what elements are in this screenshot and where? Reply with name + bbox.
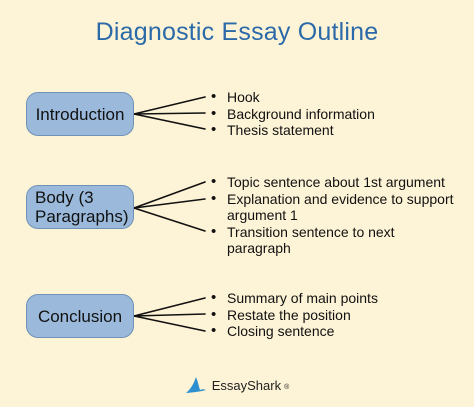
connector-intro-3 xyxy=(133,113,206,130)
bullet-item: Transition sentence to next paragraph xyxy=(211,224,461,257)
bullet-item: Summary of main points xyxy=(211,290,378,307)
section-box-introduction: Introduction xyxy=(26,92,134,136)
connector-intro-2 xyxy=(133,112,206,115)
section-box-body: Body (3 Paragraphs) xyxy=(26,185,134,229)
bullet-item: Thesis statement xyxy=(211,122,375,139)
connector-conclusion-1 xyxy=(133,297,206,317)
brand-logo: EssayShark ® xyxy=(0,376,474,394)
bullet-item: Hook xyxy=(211,89,375,106)
connector-conclusion-3 xyxy=(133,315,206,332)
section-label: Introduction xyxy=(35,104,125,124)
connector-body-3 xyxy=(133,207,206,232)
bullet-item: Topic sentence about 1st argument xyxy=(211,174,461,191)
diagram-title: Diagnostic Essay Outline xyxy=(95,18,379,46)
bullet-item: Restate the position xyxy=(211,307,378,324)
bullet-item: Background information xyxy=(211,106,375,123)
section-label: Body (3 Paragraphs) xyxy=(35,188,129,226)
bullet-item: Closing sentence xyxy=(211,323,378,340)
section-label: Conclusion xyxy=(37,306,123,326)
registered-mark: ® xyxy=(284,383,290,391)
brand-name: EssayShark xyxy=(211,377,282,393)
bullet-list-introduction: Hook Background information Thesis state… xyxy=(211,89,375,139)
connector-body-2 xyxy=(133,198,206,209)
bullet-list-conclusion: Summary of main points Restate the posit… xyxy=(211,290,378,340)
bullet-list-body: Topic sentence about 1st argument Explan… xyxy=(211,174,461,257)
connector-conclusion-2 xyxy=(133,313,206,317)
bullet-item: Explanation and evidence to support argu… xyxy=(211,191,461,224)
section-box-conclusion: Conclusion xyxy=(26,294,134,338)
connector-body-1 xyxy=(133,181,206,209)
shark-fin-icon xyxy=(185,377,206,393)
connector-intro-1 xyxy=(133,96,206,115)
